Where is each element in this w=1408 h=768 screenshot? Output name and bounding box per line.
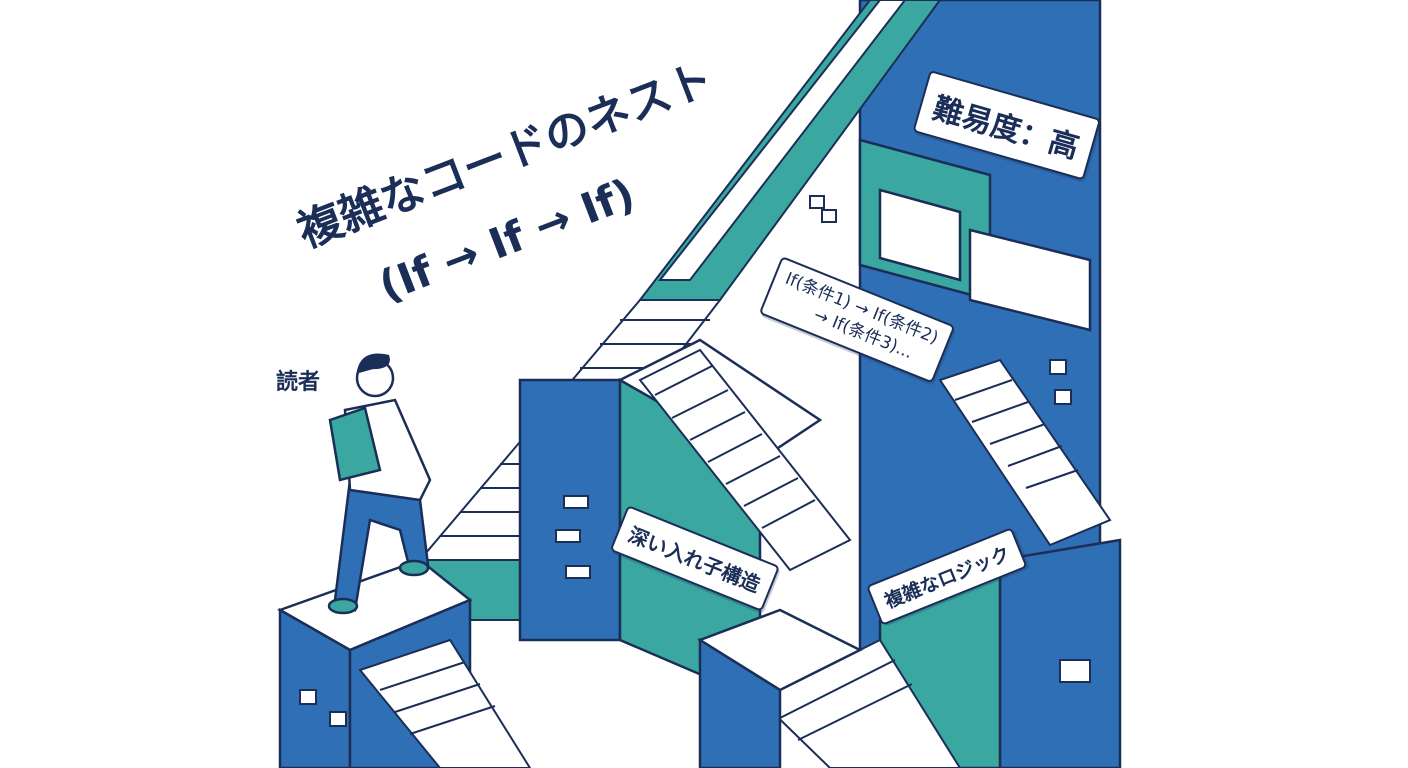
middle-staircase <box>638 348 852 572</box>
center-bottom-block <box>697 608 863 768</box>
backpack-icon <box>328 406 382 482</box>
right-staircase <box>938 358 1112 547</box>
person-hair <box>356 353 390 374</box>
lower-left-steps <box>358 638 532 768</box>
reader-label: 読者 <box>276 370 321 395</box>
reader-person <box>327 353 432 615</box>
inner-frame <box>858 138 1092 332</box>
person-shoe-right <box>398 559 430 577</box>
person-shoe-left <box>327 597 359 615</box>
flowchart-glyphs <box>299 195 1091 727</box>
